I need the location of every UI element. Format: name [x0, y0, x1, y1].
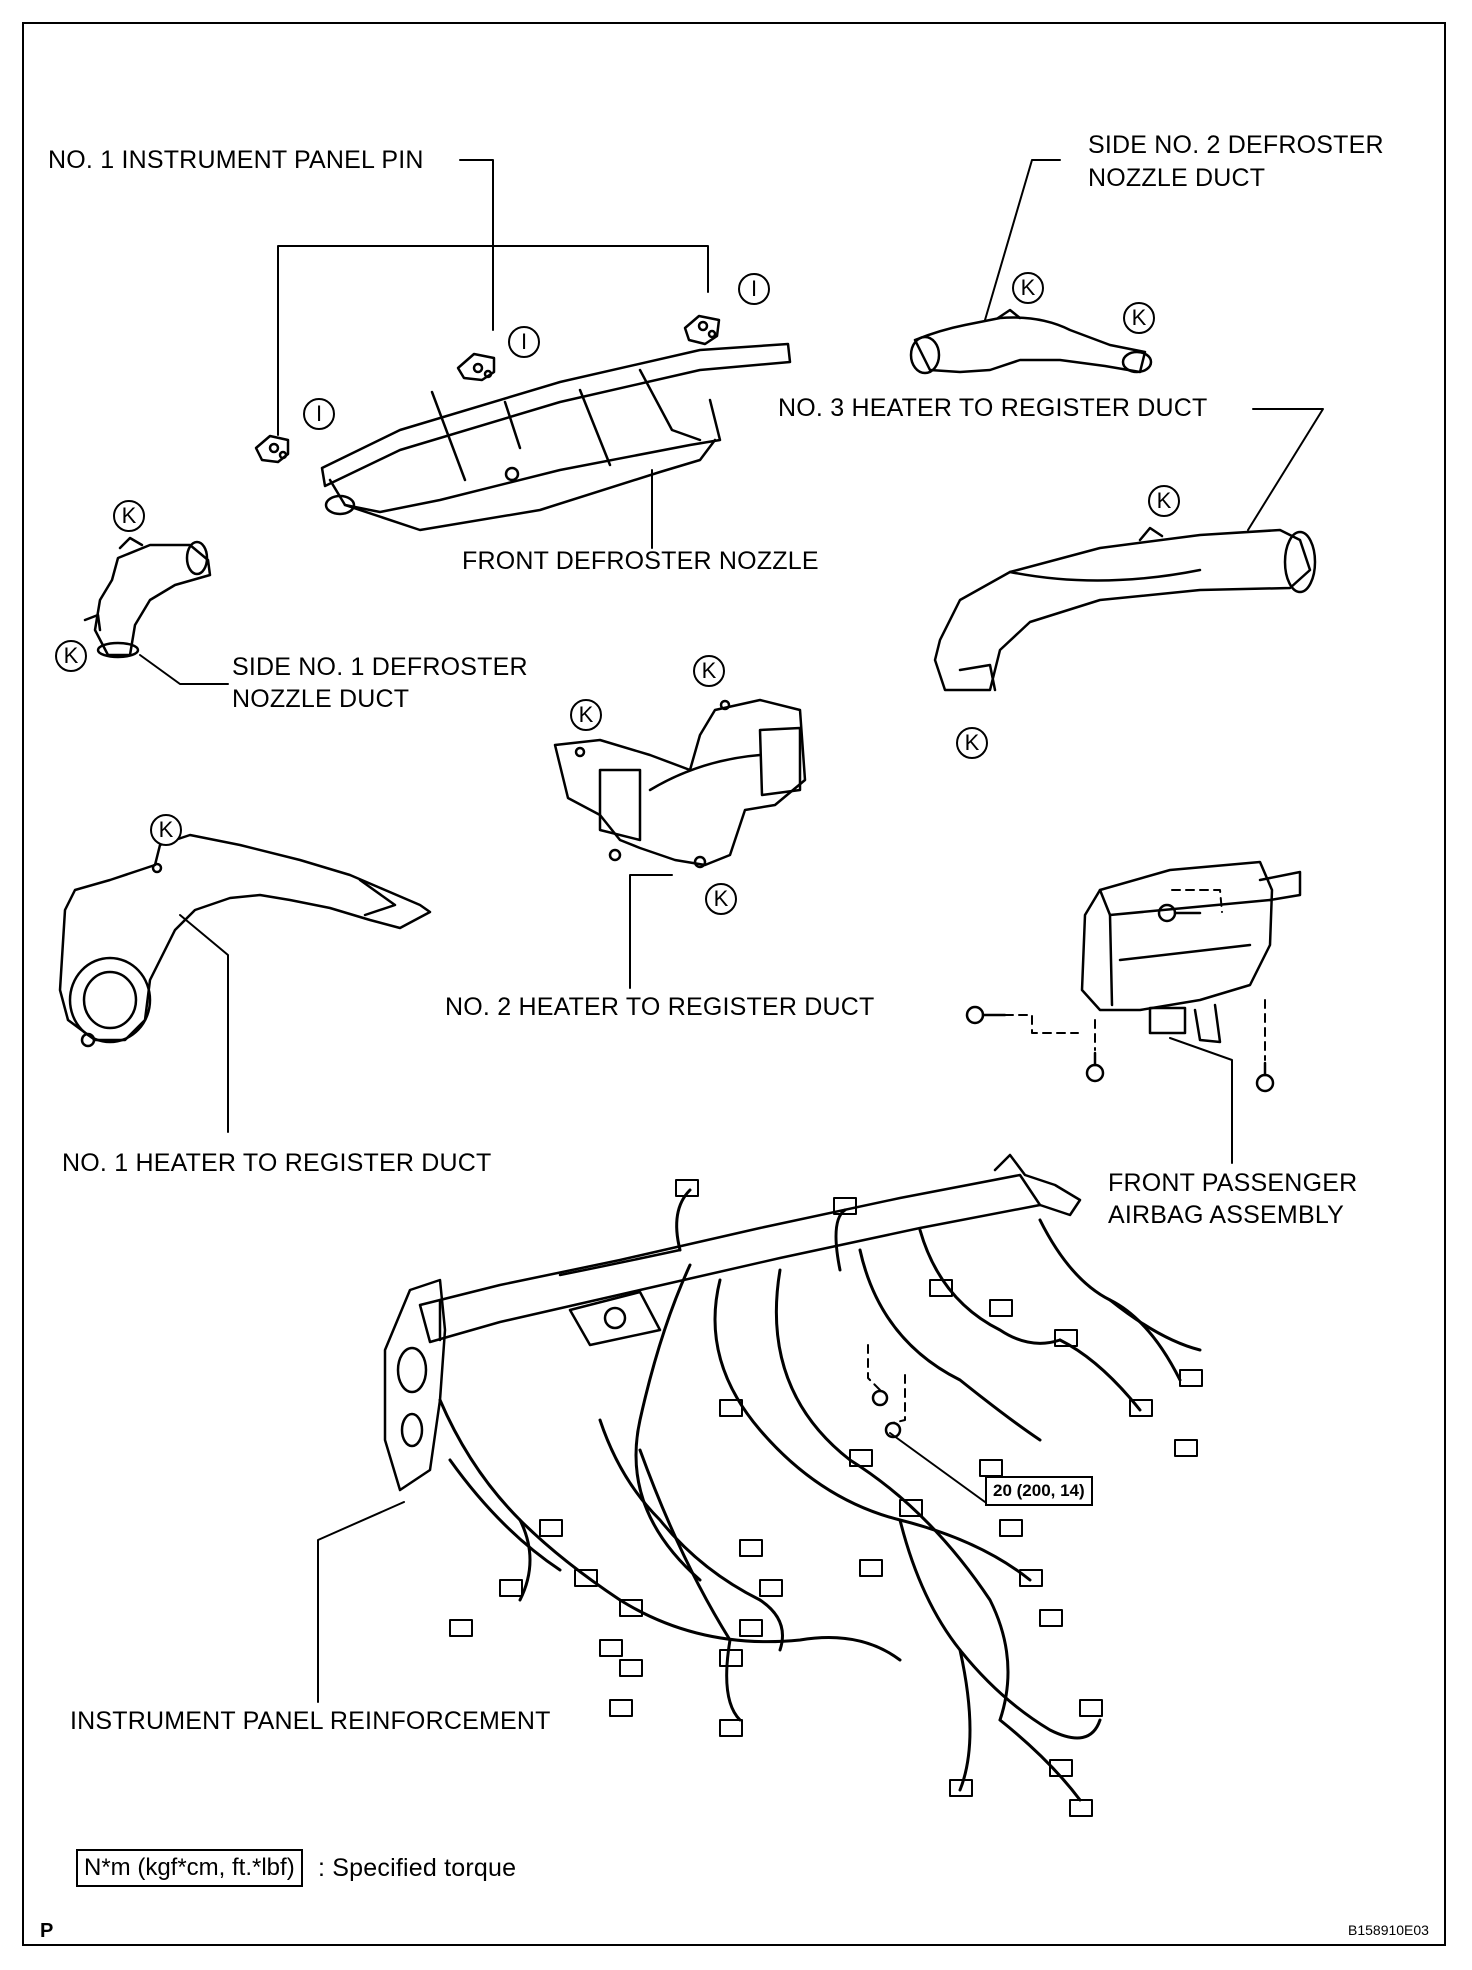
- no1-heater-to-register-duct: [58, 833, 432, 1048]
- marker-k: K: [55, 640, 87, 672]
- instrument-panel-reinforcement: [383, 1153, 1082, 1492]
- side-no2-defroster-duct: [909, 308, 1153, 375]
- marker-k: K: [956, 727, 988, 759]
- label-front-defroster-nozzle: FRONT DEFROSTER NOZZLE: [462, 547, 819, 575]
- no2-heater-to-register-duct: [553, 698, 807, 869]
- marker-k: K: [693, 655, 725, 687]
- panel-pin-left: [254, 434, 290, 464]
- harness-dashed-guides: [867, 1344, 906, 1424]
- label-instrument-panel-pin: NO. 1 INSTRUMENT PANEL PIN: [48, 146, 424, 174]
- label-instrument-panel-reinforcement: INSTRUMENT PANEL REINFORCEMENT: [70, 1707, 551, 1735]
- marker-i: I: [738, 273, 770, 305]
- legend-description: : Specified torque: [318, 1854, 517, 1882]
- front-defroster-nozzle: [320, 342, 792, 532]
- label-side-no2-line1: SIDE NO. 2 DEFROSTER: [1088, 131, 1384, 159]
- harness-connectors: [449, 1179, 1203, 1817]
- front-passenger-airbag-assembly: [965, 860, 1302, 1093]
- figure-code: B158910E03: [1348, 1922, 1429, 1938]
- marker-k: K: [1012, 272, 1044, 304]
- label-side-no1-line1: SIDE NO. 1 DEFROSTER: [232, 653, 528, 681]
- label-side-no2-line2: NOZZLE DUCT: [1088, 164, 1266, 192]
- panel-pin-right: [683, 314, 721, 346]
- side-no1-defroster-duct: [83, 536, 212, 659]
- page-frame: [22, 22, 1446, 1946]
- airbag-dashed-guides: [1004, 889, 1266, 1061]
- marker-k: K: [150, 814, 182, 846]
- marker-k: K: [705, 883, 737, 915]
- label-no3-heater-duct: NO. 3 HEATER TO REGISTER DUCT: [778, 394, 1208, 422]
- label-airbag-line1: FRONT PASSENGER: [1108, 1169, 1358, 1197]
- marker-k: K: [1123, 302, 1155, 334]
- label-no1-heater-duct: NO. 1 HEATER TO REGISTER DUCT: [62, 1149, 492, 1177]
- label-no2-heater-duct: NO. 2 HEATER TO REGISTER DUCT: [445, 993, 875, 1021]
- label-side-no1-line2: NOZZLE DUCT: [232, 685, 410, 713]
- panel-pin-center: [456, 352, 496, 382]
- label-airbag-line2: AIRBAG ASSEMBLY: [1108, 1201, 1344, 1229]
- marker-k: K: [570, 699, 602, 731]
- marker-k: K: [1148, 485, 1180, 517]
- legend-torque-unit-box: N*m (kgf*cm, ft.*lbf): [76, 1849, 303, 1887]
- marker-i: I: [303, 398, 335, 430]
- marker-i: I: [508, 326, 540, 358]
- no3-heater-to-register-duct: [933, 526, 1317, 692]
- marker-k: K: [113, 500, 145, 532]
- wire-harness: [438, 1188, 1202, 1802]
- torque-spec-box: 20 (200, 14): [985, 1476, 1093, 1506]
- leader-lines: [139, 159, 1324, 1703]
- page-letter: P: [40, 1920, 54, 1942]
